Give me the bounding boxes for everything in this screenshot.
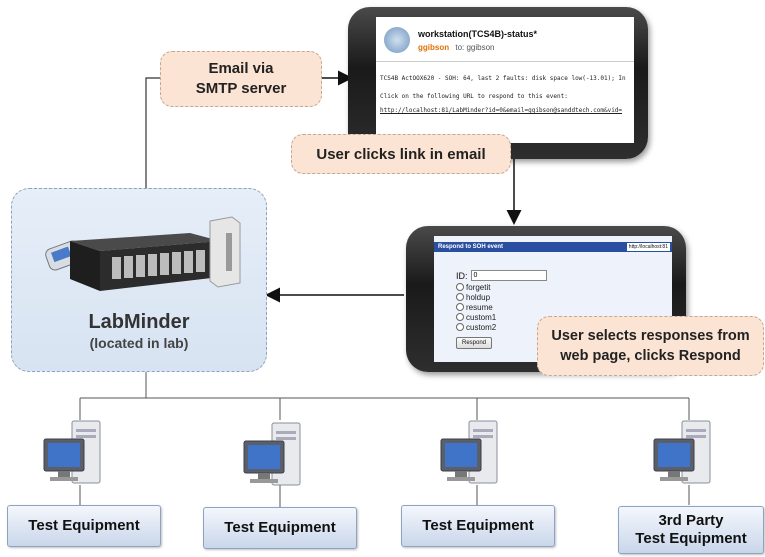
email-body-line2: Click on the following URL to respond to… [380,93,568,100]
test-equipment-1-label: Test Equipment [28,517,140,534]
test-equipment-2: Test Equipment [203,507,357,549]
email-link[interactable]: http://localhost:81/LabMinder?id=0&email… [380,107,623,114]
user-clicks-text: User clicks link in email [316,145,486,163]
respond-header: Respond to SOH event http://localhost:81 [434,242,672,252]
radio-icon [456,283,464,291]
option-label: forgetit [466,282,491,292]
test-equipment-4: 3rd Party Test Equipment [618,506,764,554]
labminder-subtitle: (located in lab) [89,335,189,351]
line-labminder-to-email [145,77,160,188]
option-holdup[interactable]: holdup [456,292,496,302]
id-label: ID: [456,270,468,281]
computer-icon-3 [440,420,498,484]
option-label: resume [466,302,493,312]
user-selects-line2: web page, clicks Respond [560,348,741,364]
email-body-line1: TCS4B ActOOX620 - SOH: 64, last 2 faults… [380,75,626,82]
user-clicks-callout: User clicks link in email [291,134,511,174]
respond-button[interactable]: Respond [456,337,492,349]
computer-icon-4 [653,420,711,484]
email-from: ggibson [418,43,450,52]
test-equipment-4-line1: 3rd Party [658,512,724,529]
test-equipment-2-label: Test Equipment [224,519,336,536]
user-selects-callout: User selects responses from web page, cl… [537,316,764,376]
radio-icon [456,293,464,301]
server-icon [45,216,241,291]
option-forgetit[interactable]: forgetit [456,282,496,292]
email-subject: workstation(TCS4B)-status* [418,29,538,39]
email-to: to: ggibson [455,43,495,52]
computer-icon-1 [43,420,101,484]
computers [43,420,711,486]
radio-icon [456,313,464,321]
option-label: custom2 [466,322,497,332]
test-equipment-3-label: Test Equipment [422,517,534,534]
option-resume[interactable]: resume [456,302,496,312]
phone-email: workstation(TCS4B)-status* ggibson to: g… [348,7,648,159]
test-equipment-3: Test Equipment [401,505,555,547]
option-label: custom1 [466,312,497,322]
id-input[interactable]: 0 [470,270,547,281]
email-avatar [384,27,410,53]
phone-email-screen: workstation(TCS4B)-status* ggibson to: g… [376,17,634,143]
option-custom2[interactable]: custom2 [456,322,496,332]
option-custom1[interactable]: custom1 [456,312,496,322]
respond-header-text: Respond to SOH event [438,244,504,250]
option-label: holdup [466,292,491,302]
respond-url: http://localhost:81 [626,243,670,251]
email-callout-line1: Email via [208,60,274,77]
test-equipment-4-line2: Test Equipment [635,530,747,547]
labminder-box: LabMinder (located in lab) [11,188,267,372]
email-callout: Email via SMTP server [160,51,322,107]
radio-icon [456,303,464,311]
test-equipment-1: Test Equipment [7,505,161,547]
id-row: ID: 0 [456,270,547,281]
computer-icon-2 [243,422,301,486]
email-from-row: ggibson to: ggibson [418,43,494,52]
radio-icon [456,323,464,331]
user-selects-line1: User selects responses from [551,328,750,344]
response-options: forgetit holdup resume custom1 custom2 [456,282,496,332]
labminder-title: LabMinder [88,311,190,333]
email-callout-line2: SMTP server [195,80,287,97]
